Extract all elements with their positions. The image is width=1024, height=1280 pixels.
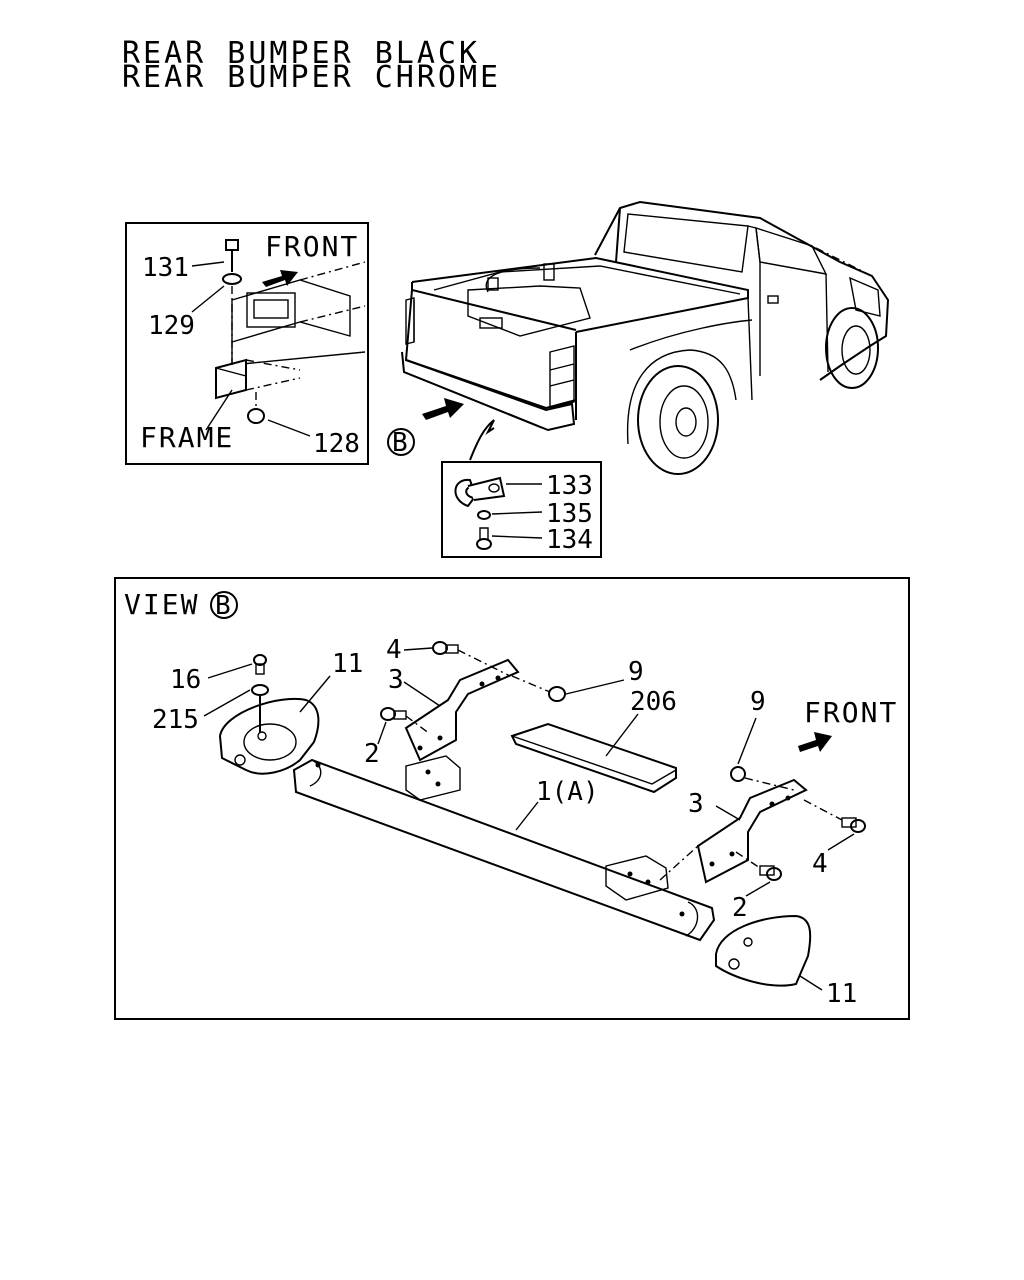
callout-2-left: 2 [364,739,380,769]
view-b-title-circle-icon [210,591,238,619]
inset-frame-label: FRAME [140,421,234,454]
callout-4-left: 4 [386,635,402,665]
front-arrow-icon [262,270,298,287]
view-b-front-label: FRONT [804,696,898,729]
hook-pointer-curve-icon [469,419,495,461]
pad-part [510,722,677,794]
inset-front-label: FRONT [265,230,359,263]
callout-4-right: 4 [812,849,828,879]
diagram-title-black: REAR BUMPER BLACK [122,36,481,71]
callout-1a: 1(A) [536,777,599,807]
view-b-marker: B [392,428,408,458]
view-b-arrow-icon [422,398,464,420]
callout-128: 128 [313,429,360,459]
right-end-cap-part [715,914,812,987]
view-b-front-arrow-icon [798,732,832,752]
callout-131: 131 [142,253,189,283]
diagram-title-chrome: REAR BUMPER CHROME [122,60,502,95]
frame-inset-panel: FRONT FRAME 131 129 128 [125,222,369,465]
pickup-truck-illustration [401,200,890,475]
callout-215: 215 [152,705,199,735]
callout-206: 206 [630,687,677,717]
callout-9-right: 9 [750,687,766,717]
view-b-panel: VIEW B [114,577,910,1020]
callout-129: 129 [148,311,195,341]
callout-16: 16 [170,665,201,695]
callout-134: 134 [546,525,593,555]
view-b-title: VIEW [124,588,199,621]
callout-9-left: 9 [628,657,644,687]
callout-11-left: 11 [332,649,363,679]
callout-11-right: 11 [826,979,857,1009]
left-end-cap-part [218,697,320,775]
callout-133: 133 [546,471,593,501]
view-b-circle-icon [387,428,415,456]
hook-parts-panel: 133 135 134 [441,461,602,558]
callout-2-right: 2 [732,893,748,923]
callout-3-left: 3 [388,665,404,695]
view-b-title-marker: B [215,591,231,621]
callout-135: 135 [546,499,593,529]
view-b-marker-group: B [387,398,495,461]
callout-3-right: 3 [688,789,704,819]
